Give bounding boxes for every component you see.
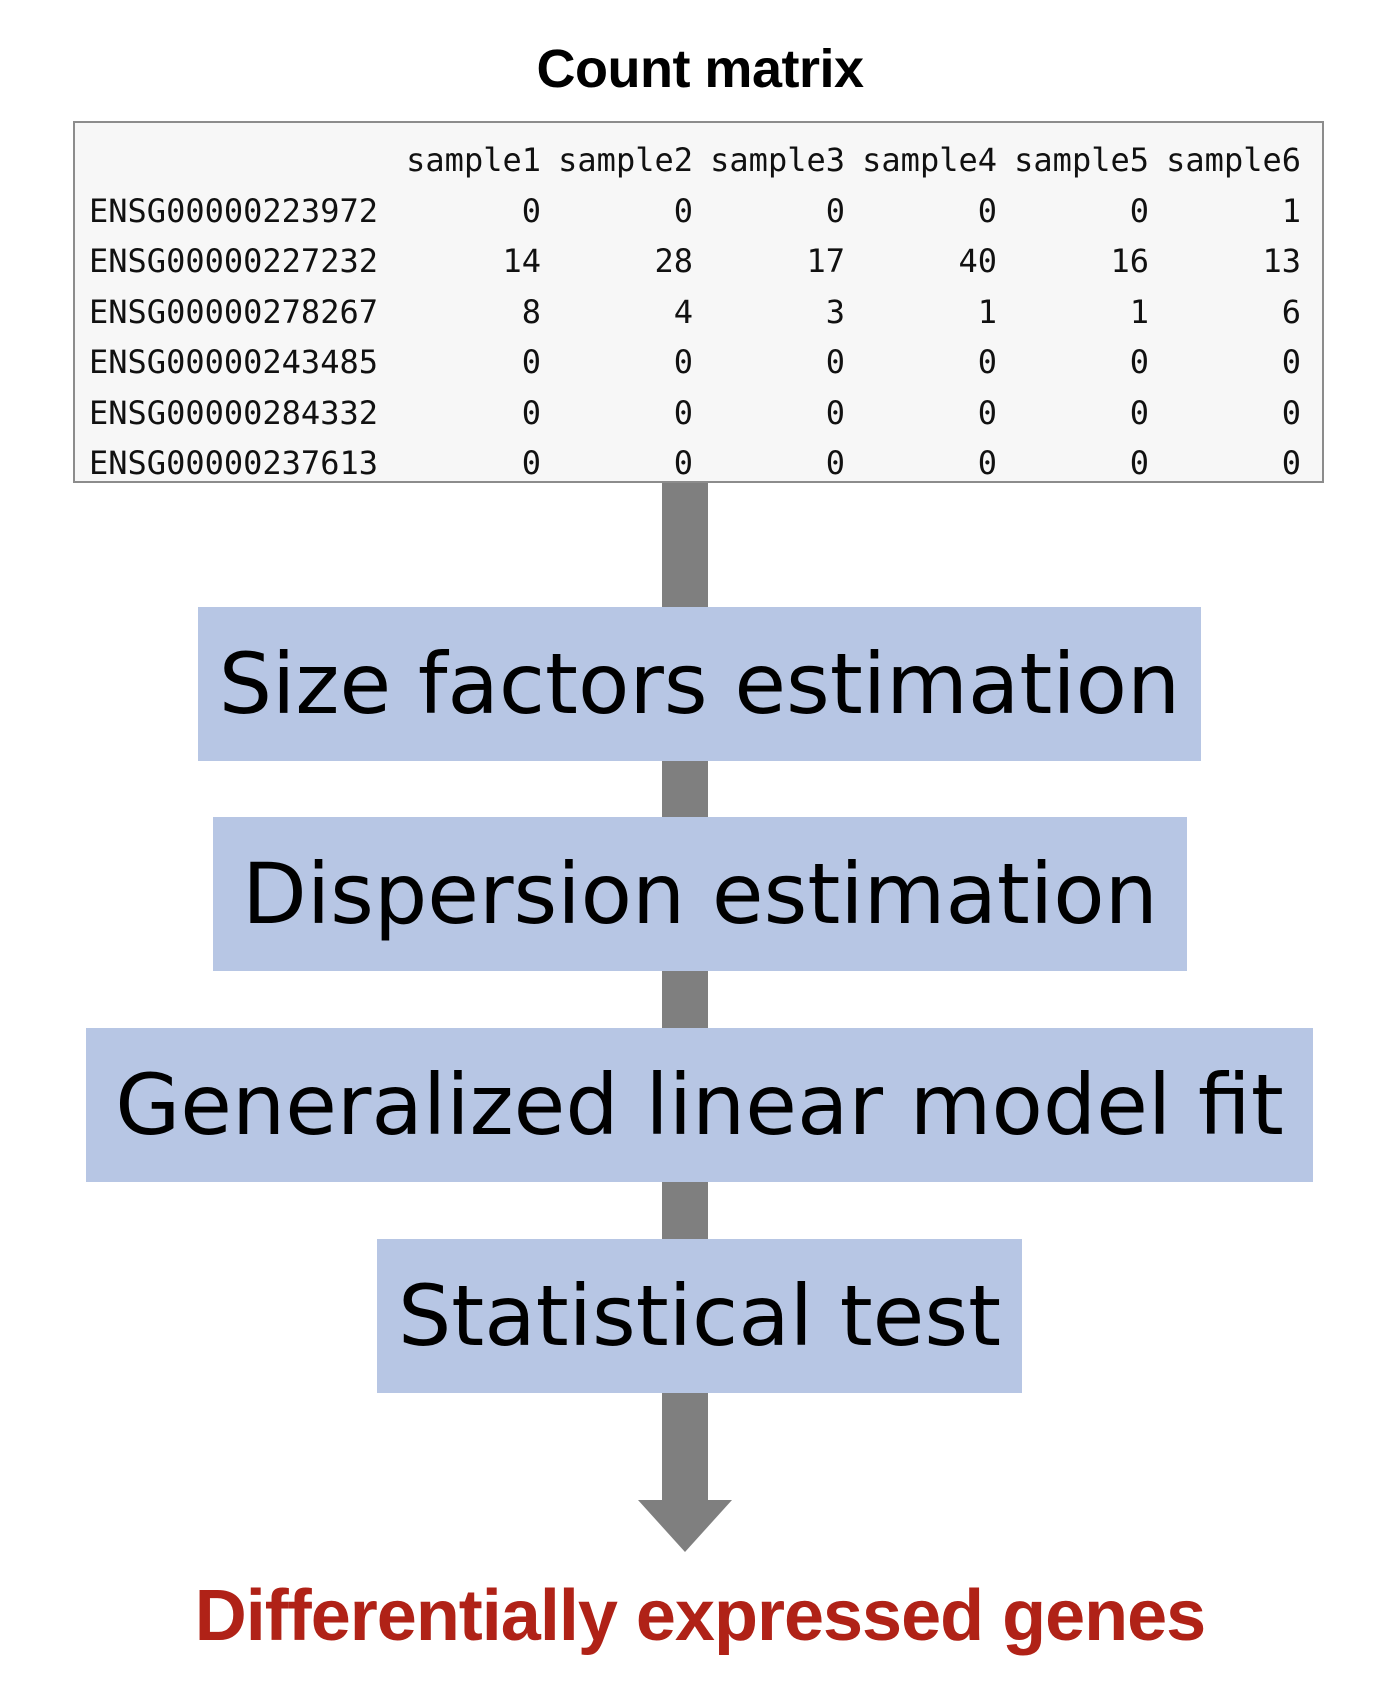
gene-id-cell: ENSG00000243485	[89, 343, 378, 382]
count-cell: 13	[1262, 242, 1301, 281]
count-cell: 0	[673, 393, 693, 432]
count-cell: 0	[825, 444, 845, 483]
gene-id-cell: ENSG00000237613	[89, 444, 378, 483]
flow-arrow-segment	[662, 1182, 708, 1239]
count-cell: 0	[673, 444, 693, 483]
flow-arrow-segment	[662, 483, 708, 607]
count-cell: 0	[521, 444, 541, 483]
column-header: sample1	[406, 141, 541, 180]
count-cell: 4	[673, 292, 693, 331]
column-header: sample6	[1166, 141, 1301, 180]
count-cell: 14	[502, 242, 541, 281]
count-matrix-table-box: sample1 sample2 sample3 sample4 sample5 …	[73, 121, 1324, 483]
column-header: sample5	[1014, 141, 1149, 180]
count-cell: 0	[977, 393, 997, 432]
count-cell: 1	[1129, 292, 1149, 331]
count-cell: 1	[1281, 191, 1301, 230]
count-cell: 0	[825, 343, 845, 382]
count-cell: 0	[1129, 393, 1149, 432]
flow-arrow-segment	[662, 970, 708, 1028]
table-row: ENSG00000223972 0 0 0 0 0 1	[89, 186, 1301, 237]
count-cell: 0	[673, 191, 693, 230]
count-cell: 0	[1129, 191, 1149, 230]
count-cell: 8	[521, 292, 541, 331]
count-cell: 0	[1281, 393, 1301, 432]
result-label: Differentially expressed genes	[194, 1576, 1206, 1656]
count-cell: 1	[977, 292, 997, 331]
count-cell: 0	[1281, 343, 1301, 382]
table-header-row: sample1 sample2 sample3 sample4 sample5 …	[89, 135, 1301, 186]
count-cell: 0	[1129, 444, 1149, 483]
count-cell: 0	[1281, 444, 1301, 483]
count-cell: 0	[825, 191, 845, 230]
step-glm-fit: Generalized linear model fit	[86, 1028, 1313, 1182]
count-cell: 40	[958, 242, 997, 281]
table-row: ENSG00000243485 0 0 0 0 0 0	[89, 337, 1301, 388]
count-cell: 0	[977, 191, 997, 230]
gene-id-cell: ENSG00000223972	[89, 191, 378, 230]
count-cell: 6	[1281, 292, 1301, 331]
count-cell: 0	[521, 393, 541, 432]
gene-id-cell: ENSG00000227232	[89, 242, 378, 281]
table-row: ENSG00000278267 8 4 3 1 1 6	[89, 287, 1301, 338]
table-row: ENSG00000227232 14 28 17 40 16 13	[89, 236, 1301, 287]
count-cell: 0	[1129, 343, 1149, 382]
count-cell: 16	[1110, 242, 1149, 281]
count-cell: 3	[825, 292, 845, 331]
flow-arrow-segment	[662, 760, 708, 817]
step-size-factors-estimation: Size factors estimation	[198, 607, 1201, 761]
count-cell: 28	[654, 242, 693, 281]
count-matrix-table: sample1 sample2 sample3 sample4 sample5 …	[89, 135, 1301, 489]
flow-arrow-shaft	[662, 1392, 708, 1502]
column-header: sample3	[710, 141, 845, 180]
column-header: sample2	[558, 141, 693, 180]
count-cell: 0	[977, 343, 997, 382]
gene-id-cell: ENSG00000278267	[89, 292, 378, 331]
step-dispersion-estimation: Dispersion estimation	[213, 817, 1187, 971]
count-cell: 17	[806, 242, 845, 281]
count-cell: 0	[825, 393, 845, 432]
column-header: sample4	[862, 141, 997, 180]
count-matrix-title: Count matrix	[536, 39, 864, 99]
count-cell: 0	[521, 343, 541, 382]
corner-cell	[89, 135, 389, 186]
count-cell: 0	[673, 343, 693, 382]
table-row: ENSG00000284332 0 0 0 0 0 0	[89, 388, 1301, 439]
step-statistical-test: Statistical test	[377, 1239, 1022, 1393]
gene-id-cell: ENSG00000284332	[89, 393, 378, 432]
count-cell: 0	[521, 191, 541, 230]
flow-arrowhead-icon	[638, 1500, 732, 1552]
count-cell: 0	[977, 444, 997, 483]
table-row: ENSG00000237613 0 0 0 0 0 0	[89, 438, 1301, 489]
